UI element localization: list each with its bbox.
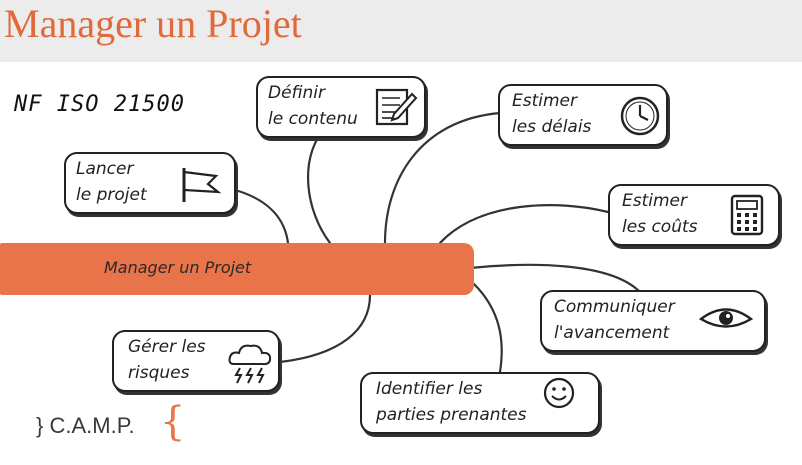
connector-identifier bbox=[472, 282, 503, 374]
node-definir-contenu: Définir le contenu bbox=[256, 76, 426, 138]
node-line2: risques bbox=[128, 363, 190, 383]
node-line1: Gérer les bbox=[128, 337, 206, 357]
connector-definir bbox=[306, 130, 332, 245]
node-line1: Estimer bbox=[622, 191, 687, 211]
node-gerer-risques: Gérer les risques bbox=[112, 330, 280, 392]
clock-icon bbox=[620, 96, 660, 136]
connector-delais bbox=[383, 111, 502, 245]
node-line1: Communiquer bbox=[554, 297, 675, 317]
central-bar: Manager un Projet bbox=[0, 243, 474, 295]
connector-lancer bbox=[233, 188, 290, 245]
calculator-icon bbox=[730, 194, 764, 236]
node-line1: Identifier les bbox=[376, 379, 483, 399]
flag-icon bbox=[182, 168, 222, 202]
logo-text: C.A.M.P. bbox=[49, 413, 135, 438]
node-line2: le projet bbox=[76, 185, 147, 205]
notepad-pencil-icon bbox=[375, 88, 418, 126]
storm-cloud-icon bbox=[228, 344, 272, 384]
smiley-icon bbox=[543, 377, 575, 409]
connector-couts bbox=[438, 204, 610, 245]
logo-brace-left: } bbox=[36, 413, 44, 438]
connector-risques bbox=[278, 293, 372, 364]
node-line2: le contenu bbox=[268, 109, 358, 129]
connector-communiquer bbox=[468, 263, 642, 294]
node-estimer-couts: Estimer les coûts bbox=[608, 184, 780, 246]
central-bar-label: Manager un Projet bbox=[104, 258, 252, 277]
standard-label: NF ISO 21500 bbox=[14, 92, 185, 117]
node-lancer-projet: Lancer le projet bbox=[64, 152, 236, 214]
node-estimer-delais: Estimer les délais bbox=[498, 84, 668, 146]
header-band: Manager un Projet bbox=[0, 0, 802, 62]
node-line2: l'avancement bbox=[554, 323, 670, 343]
page-title: Manager un Projet bbox=[4, 1, 302, 46]
node-line1: Définir bbox=[268, 83, 326, 103]
node-identifier-parties: Identifier les parties prenantes bbox=[360, 372, 600, 434]
node-line1: Lancer bbox=[76, 159, 134, 179]
node-line2: les coûts bbox=[622, 217, 698, 237]
logo-brace-right: { bbox=[160, 399, 186, 445]
node-line1: Estimer bbox=[512, 91, 577, 111]
node-line2: parties prenantes bbox=[376, 405, 527, 425]
node-communiquer-avancement: Communiquer l'avancement bbox=[540, 290, 766, 352]
camp-logo: } C.A.M.P. bbox=[36, 413, 135, 439]
node-line2: les délais bbox=[512, 117, 592, 137]
eye-icon bbox=[698, 308, 754, 328]
